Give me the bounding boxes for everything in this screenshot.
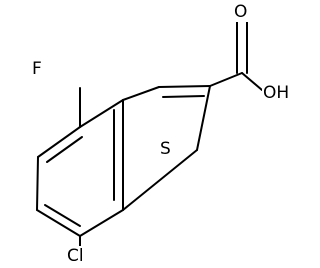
bond-c6-c7-inner	[44, 204, 81, 227]
bond-c2-ccooh	[209, 72, 243, 87]
bond-c2-s1	[196, 85, 211, 151]
bond-ccooh-oh	[241, 72, 263, 91]
atom-label-hydroxyl: OH	[262, 83, 291, 103]
bond-c3a-c3	[122, 86, 160, 101]
bond-c3a-c4	[79, 99, 124, 128]
structure-canvas: O OH F S Cl	[31, 2, 291, 266]
bond-c6-c7	[36, 209, 81, 237]
atom-label-carbonyl-o: O	[233, 2, 249, 22]
structure-drawing	[36, 17, 263, 251]
bond-c3-c2	[158, 85, 211, 88]
bond-c7-c7a	[79, 209, 124, 237]
bond-c4-c5-inner	[46, 136, 83, 163]
bond-c3-c2-inner	[162, 95, 205, 98]
bond-c4-c5	[37, 126, 81, 158]
atom-label-sulfur: S	[159, 139, 172, 159]
bond-c5-c6	[36, 156, 39, 211]
bond-s1-c7a	[122, 149, 198, 211]
atom-label-chlorine: Cl	[66, 246, 85, 266]
atom-label-fluorine: F	[31, 59, 43, 79]
